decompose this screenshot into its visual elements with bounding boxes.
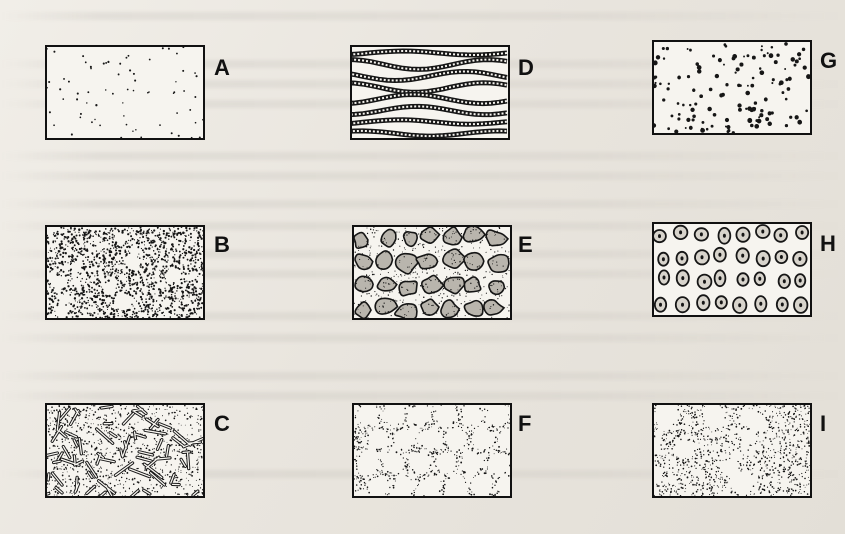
background-text-line bbox=[0, 334, 845, 342]
panel-b bbox=[45, 225, 205, 320]
texture-f-light-cells bbox=[354, 405, 510, 496]
texture-h-rimmed-cells bbox=[654, 224, 810, 315]
texture-g-scattered-dots bbox=[654, 42, 810, 133]
panel-a-label: A bbox=[214, 57, 230, 79]
texture-a-sparse-fine-dots bbox=[47, 47, 203, 138]
panel-h bbox=[652, 222, 812, 317]
panel-d bbox=[350, 45, 510, 140]
panel-c bbox=[45, 403, 205, 498]
panel-e-label: E bbox=[518, 234, 533, 256]
texture-c-random-fibers bbox=[47, 405, 203, 496]
panel-g bbox=[652, 40, 812, 135]
panel-i bbox=[652, 403, 812, 498]
background-text-line bbox=[0, 172, 845, 180]
texture-d-wavy-bands bbox=[352, 47, 508, 138]
background-text-line bbox=[0, 200, 845, 208]
panel-f bbox=[352, 403, 512, 498]
background-text-line bbox=[0, 372, 845, 380]
texture-b-dense-dots bbox=[47, 227, 203, 318]
panel-a bbox=[45, 45, 205, 140]
panel-d-label: D bbox=[518, 57, 534, 79]
panel-g-label: G bbox=[820, 50, 837, 72]
background-text-line bbox=[0, 392, 845, 400]
texture-i-dense-dots-pale-patches bbox=[654, 405, 810, 496]
panel-c-label: C bbox=[214, 413, 230, 435]
panel-f-label: F bbox=[518, 413, 531, 435]
background-text-line bbox=[0, 152, 845, 160]
panel-i-label: I bbox=[820, 413, 826, 435]
panel-e bbox=[352, 225, 512, 320]
panel-b-label: B bbox=[214, 234, 230, 256]
background-text-line bbox=[0, 12, 845, 20]
panel-h-label: H bbox=[820, 233, 836, 255]
texture-e-dotted-blobs bbox=[354, 227, 510, 318]
